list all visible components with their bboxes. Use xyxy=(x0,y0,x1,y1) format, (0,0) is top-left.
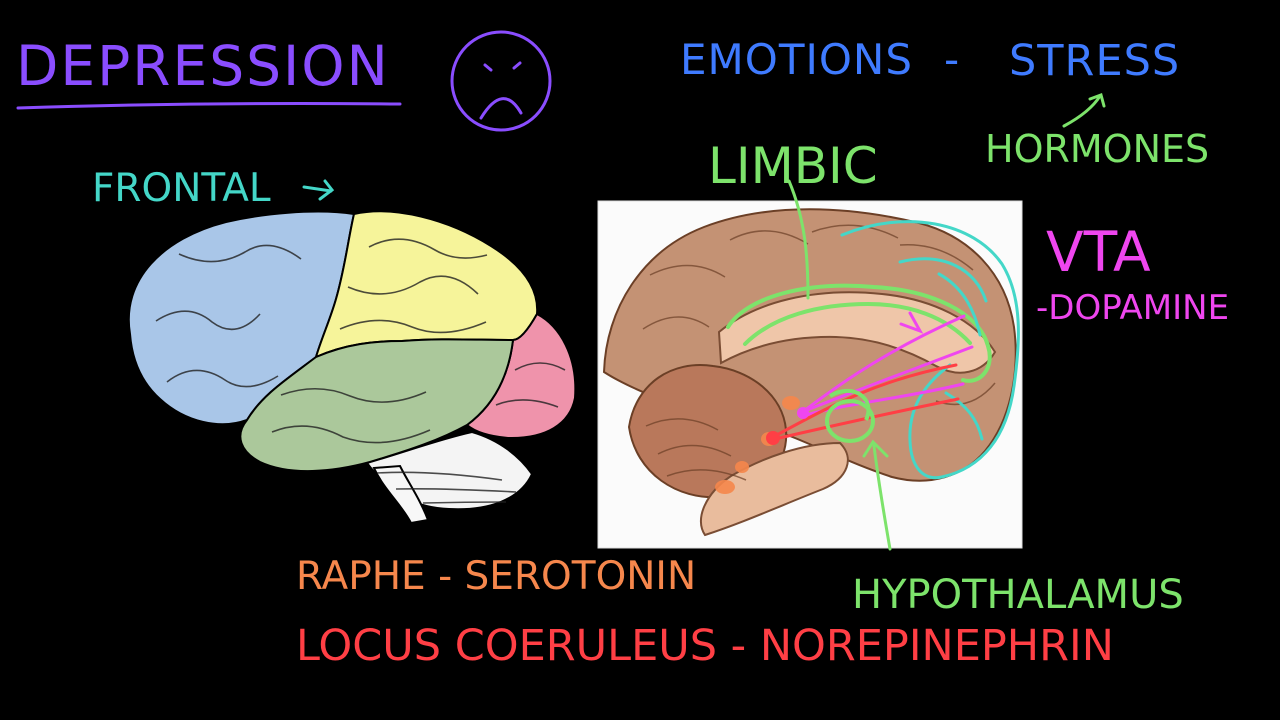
parietal-lobe xyxy=(316,211,537,357)
title-underline xyxy=(18,104,400,109)
label-locus-norepinephrin: LOCUS COERULEUS - NOREPINEPHRIN xyxy=(296,625,1114,668)
arrow-icon xyxy=(1064,95,1104,126)
lateral-brain-illustration xyxy=(129,211,576,523)
label-hypothalamus: HYPOTHALAMUS xyxy=(852,575,1184,615)
frontal-arrow-icon xyxy=(304,181,332,199)
label-dash-emotions-stress: - xyxy=(944,39,959,81)
label-vta: VTA xyxy=(1046,225,1151,280)
label-limbic: LIMBIC xyxy=(708,141,878,191)
label-raphe-serotonin: RAPHE - SEROTONIN xyxy=(296,557,696,596)
title-depression: DEPRESSION xyxy=(16,39,390,94)
label-hormones: HORMONES xyxy=(985,130,1209,168)
label-frontal: FRONTAL xyxy=(92,169,271,208)
label-dopamine: -DOPAMINE xyxy=(1036,291,1229,325)
sad-face-icon xyxy=(452,32,550,130)
label-stress: STRESS xyxy=(1009,40,1180,83)
label-emotions: EMOTIONS xyxy=(680,39,913,81)
sagittal-brain-illustration xyxy=(598,201,1022,548)
